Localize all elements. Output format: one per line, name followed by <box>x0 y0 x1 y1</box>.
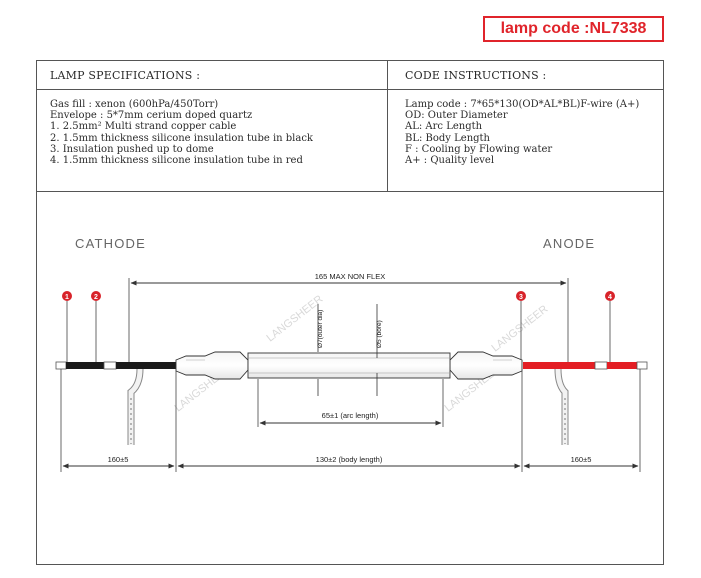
code-instructions-list: Lamp code : 7*65*130(OD*AL*BL)F-wire (A+… <box>405 99 639 166</box>
body-length-label: 130±2 (body length) <box>316 455 383 464</box>
code-line: AL: Arc Length <box>405 121 483 133</box>
spec-line: 3. Insulation pushed up to dome <box>50 143 214 155</box>
spec-line: 4. 1.5mm thickness silicone insulation t… <box>50 155 303 167</box>
arc-length-dimension: 65±1 (arc length) <box>257 379 444 427</box>
marker-4-number: 4 <box>608 294 612 301</box>
bottom-dimensions: 160±5 130±2 (body length) 160±5 <box>60 369 641 472</box>
code-line: F : Cooling by Flowing water <box>405 143 553 155</box>
marker-3-number: 3 <box>519 294 523 301</box>
lamp-drawing-frame <box>36 191 664 565</box>
bore-callout: Ø5 (bore) <box>376 304 383 396</box>
spec-line: Gas fill : xenon (600hPa/450Torr) <box>50 99 219 110</box>
right-lead-length-label: 160±5 <box>571 455 592 464</box>
code-line: Lamp code : 7*65*130(OD*AL*BL)F-wire (A+… <box>405 99 640 110</box>
spec-line: Envelope : 5*7mm cerium doped quartz <box>50 110 253 122</box>
specifications-table: LAMP SPECIFICATIONS : CODE INSTRUCTIONS … <box>36 60 664 192</box>
spec-line: 1. 2.5mm² Multi strand copper cable <box>50 121 237 133</box>
outer-diameter-label: Ø7(outer dia) <box>317 310 324 348</box>
lamp-specifications-heading: LAMP SPECIFICATIONS : <box>50 69 201 82</box>
marker-2-number: 2 <box>94 294 98 301</box>
code-line: BL: Body Length <box>405 132 490 144</box>
marker-1: 1 <box>62 291 72 362</box>
anode-label: ANODE <box>543 236 595 251</box>
lamp-code-badge: lamp code :NL7338 <box>483 16 664 42</box>
code-line: A+ : Quality level <box>405 155 495 167</box>
table-divider-vertical <box>387 61 388 191</box>
lamp-specifications-list: Gas fill : xenon (600hPa/450Torr) Envelo… <box>50 99 313 166</box>
code-instructions-heading: CODE INSTRUCTIONS : <box>405 69 547 82</box>
cathode-label: CATHODE <box>75 236 146 251</box>
marker-2: 2 <box>91 291 101 362</box>
table-divider-horizontal <box>37 89 663 90</box>
marker-3: 3 <box>516 291 526 362</box>
outer-diameter-callout: Ø7(outer dia) <box>317 304 324 396</box>
max-non-flex-dimension: 165 MAX NON FLEX <box>128 272 569 362</box>
cathode-wiring <box>55 361 178 445</box>
max-non-flex-label: 165 MAX NON FLEX <box>315 272 385 281</box>
left-lead-length-label: 160±5 <box>108 455 129 464</box>
marker-4: 4 <box>605 291 615 362</box>
bore-label: Ø5 (bore) <box>376 320 383 348</box>
code-line: OD: Outer Diameter <box>405 110 508 122</box>
watermark: LANGSHEER <box>489 303 550 354</box>
spec-line: 2. 1.5mm thickness silicone insulation t… <box>50 132 313 144</box>
anode-wiring <box>523 361 648 445</box>
arc-length-label: 65±1 (arc length) <box>322 411 379 420</box>
lamp-tube <box>175 351 523 380</box>
marker-1-number: 1 <box>65 294 69 301</box>
